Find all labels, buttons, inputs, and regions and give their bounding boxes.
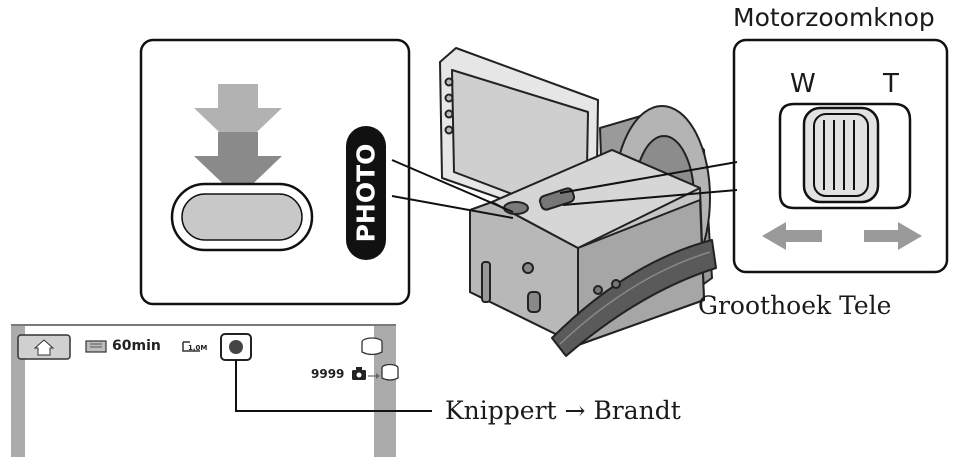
photo-button bbox=[181, 193, 303, 241]
press-arrow-lower-icon bbox=[194, 132, 282, 198]
home-icon bbox=[33, 339, 55, 356]
zoom-direction-caption: Groothoek Tele bbox=[698, 291, 892, 320]
zoom-lever bbox=[802, 106, 880, 204]
battery-time: 60min bbox=[112, 338, 161, 354]
zoom-wide-letter: W bbox=[790, 69, 816, 99]
photo-button-panel: PHOTO bbox=[139, 38, 411, 306]
image-size-icon bbox=[182, 342, 200, 352]
zoom-tele-letter: T bbox=[882, 69, 899, 99]
photo-label: PHOTO bbox=[352, 144, 381, 243]
indicator-caption-arrow: → bbox=[564, 396, 586, 425]
zoom-lever-panel: W T bbox=[732, 38, 949, 274]
press-arrow-upper-icon bbox=[194, 84, 282, 150]
image-size-value: 1,0M bbox=[188, 344, 208, 352]
record-dot-icon bbox=[229, 340, 243, 354]
camcorder-illustration bbox=[439, 47, 717, 357]
wide-arrow-icon bbox=[762, 222, 822, 250]
zoom-lever-title: Motorzoomknop bbox=[733, 3, 935, 32]
tele-arrow-icon bbox=[864, 222, 922, 250]
indicator-caption: Knippert → Brandt bbox=[445, 396, 681, 425]
photo-count: 9999 bbox=[311, 367, 345, 381]
photo-label-pill bbox=[346, 126, 386, 260]
indicator-caption-before: Knippert bbox=[445, 396, 557, 425]
lcd-right-border bbox=[374, 324, 396, 457]
callout-lines bbox=[235, 159, 738, 412]
indicator-caption-after: Brandt bbox=[593, 396, 681, 425]
